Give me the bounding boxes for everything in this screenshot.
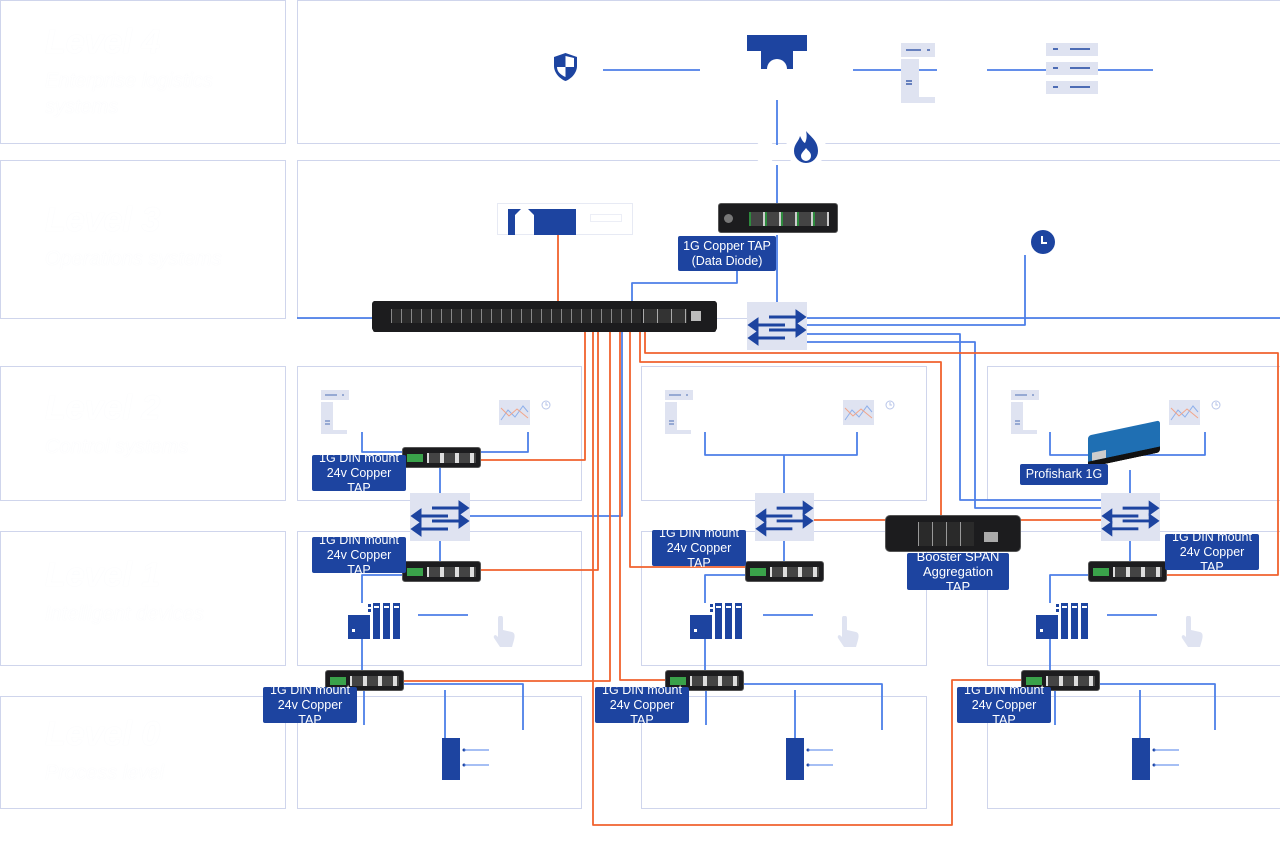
level-title: Level 1	[45, 556, 161, 594]
switch-arrows-icon	[410, 500, 470, 537]
enterprise-gateway-icon	[747, 35, 807, 69]
label-text: 24v Copper TAP	[971, 697, 1037, 727]
cell-c-switch	[1101, 493, 1160, 541]
label-text: 24v Copper TAP	[326, 465, 392, 495]
switch-arrows-icon	[1101, 500, 1160, 537]
label-text: 24v Copper TAP	[609, 697, 675, 727]
label-text: Booster SPAN	[916, 549, 1000, 564]
plc-icon	[348, 603, 400, 639]
label-text: 24v Copper TAP	[666, 540, 732, 570]
level-subtitle: Operations systems	[45, 248, 222, 270]
label-text: 1G DIN mount	[270, 682, 350, 697]
din-tap-level0	[1021, 670, 1100, 691]
din-tap-level1	[1088, 561, 1167, 582]
cell-a-process	[297, 696, 582, 809]
timer-icon	[1211, 400, 1221, 410]
level-subtitle: Intelligent devices	[45, 603, 204, 625]
field-device-icon	[442, 738, 489, 780]
historian-chart-icon	[1169, 400, 1200, 425]
operations-area	[297, 160, 1280, 319]
label-text: 1G DIN mount	[964, 682, 1044, 697]
label-text: 1G DIN mount	[602, 682, 682, 697]
historian-chart-icon	[499, 400, 530, 425]
operations-appliance	[497, 203, 633, 235]
label-text: 1G DIN mount	[1172, 529, 1252, 544]
field-device-icon	[1132, 738, 1179, 780]
core-network-switch	[747, 302, 807, 350]
level-subtitle: Process level	[45, 762, 164, 784]
historian-chart-icon	[843, 400, 874, 425]
switch-arrows-icon	[747, 309, 807, 346]
din-tap-level0	[325, 670, 404, 691]
level-4-zone: Level 4 Enterprise logistics systems	[0, 0, 286, 144]
plc-icon	[690, 603, 742, 639]
core-switch	[372, 301, 717, 332]
cell-a-switch	[410, 493, 470, 541]
level-1-zone: Level 1 Intelligent devices	[0, 531, 286, 666]
label-text: Aggregation TAP	[922, 564, 994, 594]
timer-icon	[541, 400, 551, 410]
clock-icon	[1031, 230, 1055, 254]
level-3-zone: Level 3 Operations systems	[0, 160, 286, 319]
hmi-server-icon	[665, 390, 693, 434]
hmi-server-icon	[321, 390, 349, 434]
copper-tap-device	[718, 203, 838, 233]
label-text: 1G DIN mount	[659, 525, 739, 540]
level-title: Level 2	[45, 389, 161, 427]
firewall-icon	[786, 128, 826, 168]
level-title: Level 3	[45, 201, 161, 239]
level-subtitle: Enterprise logistics systems	[45, 70, 213, 118]
level-title: Level 0	[45, 715, 161, 753]
profishark-label: Profishark 1G	[1020, 464, 1108, 485]
din-tap-level1	[402, 561, 481, 582]
security-shield-icon	[554, 53, 577, 81]
switch-arrows-icon	[755, 500, 814, 537]
server-icon	[901, 43, 935, 103]
label-text: 1G DIN mount	[319, 532, 399, 547]
field-device-icon	[786, 738, 833, 780]
label-text: 1G Copper TAP	[683, 238, 771, 253]
plc-icon	[1036, 603, 1088, 639]
hmi-touch-icon	[493, 616, 515, 647]
label-text: Profishark 1G	[1025, 467, 1103, 481]
enterprise-area	[297, 0, 1280, 144]
server-rack-icon	[1046, 43, 1098, 94]
din-tap-level2	[402, 447, 481, 468]
level-0-zone: Level 0 Process level	[0, 696, 286, 809]
copper-tap-label: 1G Copper TAP(Data Diode)	[678, 236, 776, 271]
din-tap-level0	[665, 670, 744, 691]
hmi-touch-icon	[1181, 616, 1203, 647]
label-text: (Data Diode)	[691, 253, 763, 268]
firewall-gap	[756, 140, 774, 164]
timer-icon	[885, 400, 895, 410]
operations-appliance-icon	[508, 209, 576, 235]
level-title: Level 4	[45, 23, 161, 61]
label-text: 24v Copper TAP	[277, 697, 343, 727]
label-text: 24v Copper TAP	[1179, 544, 1245, 574]
booster-span-tap-device	[885, 515, 1021, 552]
hmi-server-icon	[1011, 390, 1039, 434]
din-tap-level1	[745, 561, 824, 582]
level-subtitle: Control systems	[45, 436, 189, 458]
label-text: 1G DIN mount	[319, 450, 399, 465]
cell-b-switch	[755, 493, 814, 541]
level-2-zone: Level 2 Control systems	[0, 366, 286, 501]
label-text: 24v Copper TAP	[326, 547, 392, 577]
hmi-touch-icon	[837, 616, 859, 647]
